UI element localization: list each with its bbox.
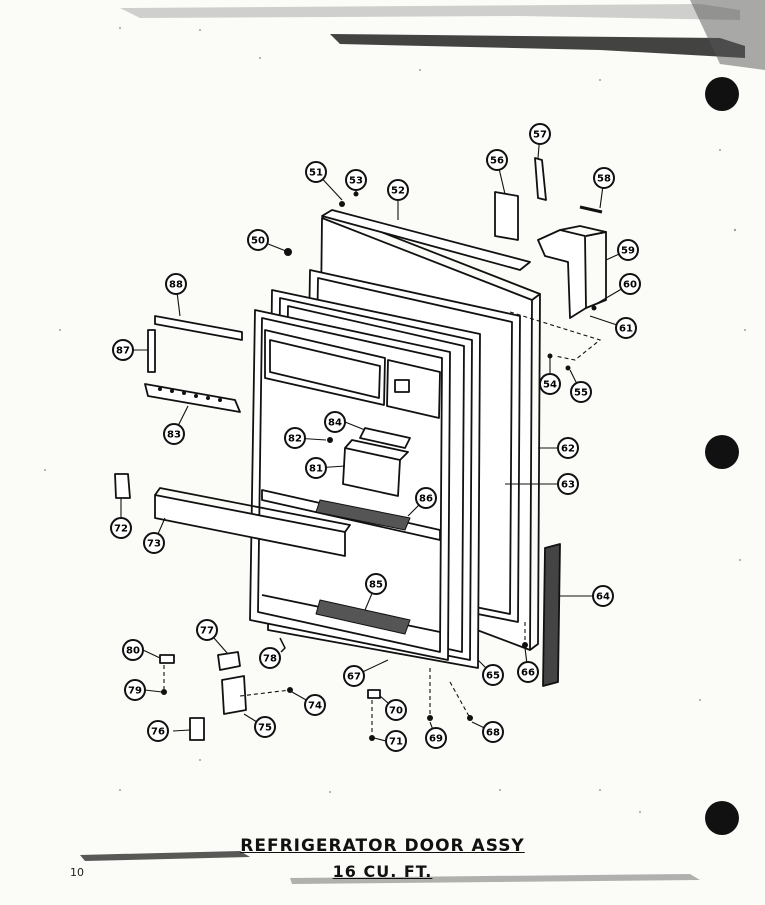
callout-label: 83 bbox=[167, 430, 181, 441]
callout-54: 54 bbox=[539, 373, 561, 395]
callout-label: 78 bbox=[263, 654, 277, 665]
diagram-title: REFRIGERATOR DOOR ASSY bbox=[240, 836, 525, 856]
callout-label: 73 bbox=[147, 539, 161, 550]
callout-62: 62 bbox=[557, 437, 579, 459]
callout-label: 50 bbox=[251, 236, 265, 247]
callout-77: 77 bbox=[196, 619, 218, 641]
callout-81: 81 bbox=[305, 457, 327, 479]
door-gasket-strip bbox=[542, 543, 561, 687]
callout-87: 87 bbox=[112, 339, 134, 361]
callout-label: 68 bbox=[486, 728, 500, 739]
callout-67: 67 bbox=[343, 665, 365, 687]
callout-label: 53 bbox=[349, 176, 363, 187]
page-number: 10 bbox=[70, 866, 84, 879]
top-cap-strip bbox=[321, 209, 531, 271]
callout-label: 76 bbox=[151, 727, 165, 738]
callout-label: 60 bbox=[623, 280, 637, 291]
callout-label: 61 bbox=[619, 324, 633, 335]
callout-78: 78 bbox=[259, 647, 281, 669]
grille-upper bbox=[315, 499, 411, 531]
callout-label: 87 bbox=[116, 346, 130, 357]
grille-lower bbox=[315, 599, 411, 635]
binder-hole bbox=[705, 435, 739, 469]
door-shelf-bar bbox=[154, 494, 346, 557]
callout-53: 53 bbox=[345, 169, 367, 191]
callout-label: 88 bbox=[169, 280, 183, 291]
callout-label: 55 bbox=[574, 388, 588, 399]
callout-label: 57 bbox=[533, 130, 547, 141]
callout-75: 75 bbox=[254, 716, 276, 738]
callout-label: 80 bbox=[126, 646, 140, 657]
callout-74: 74 bbox=[304, 694, 326, 716]
callout-label: 56 bbox=[490, 156, 504, 167]
callout-86: 86 bbox=[415, 487, 437, 509]
callout-label: 51 bbox=[309, 168, 323, 179]
callout-label: 81 bbox=[309, 464, 323, 475]
callout-label: 75 bbox=[258, 723, 272, 734]
callout-55: 55 bbox=[570, 381, 592, 403]
callout-label: 58 bbox=[597, 174, 611, 185]
callout-60: 60 bbox=[619, 273, 641, 295]
callout-71: 71 bbox=[385, 730, 407, 752]
callout-88: 88 bbox=[165, 273, 187, 295]
callout-label: 79 bbox=[128, 686, 142, 697]
callout-73: 73 bbox=[143, 532, 165, 554]
binder-hole bbox=[705, 77, 739, 111]
callout-label: 54 bbox=[543, 380, 557, 391]
callout-label: 69 bbox=[429, 734, 443, 745]
trim-strip bbox=[154, 315, 243, 341]
callout-label: 64 bbox=[596, 592, 610, 603]
callout-label: 59 bbox=[621, 246, 635, 257]
callout-79: 79 bbox=[124, 679, 146, 701]
callout-65: 65 bbox=[482, 664, 504, 686]
callout-label: 66 bbox=[521, 668, 535, 679]
scan-artifacts bbox=[44, 0, 765, 884]
callout-52: 52 bbox=[387, 179, 409, 201]
callout-label: 71 bbox=[389, 737, 403, 748]
callout-56: 56 bbox=[486, 149, 508, 171]
callout-label: 70 bbox=[389, 706, 403, 717]
callout-label: 62 bbox=[561, 444, 575, 455]
callout-label: 67 bbox=[347, 672, 361, 683]
callout-50: 50 bbox=[247, 229, 269, 251]
callout-label: 74 bbox=[308, 701, 322, 712]
callout-61: 61 bbox=[615, 317, 637, 339]
callout-label: 84 bbox=[328, 418, 342, 429]
callout-72: 72 bbox=[110, 517, 132, 539]
callout-80: 80 bbox=[122, 639, 144, 661]
binder-hole bbox=[705, 801, 739, 835]
callout-64: 64 bbox=[592, 585, 614, 607]
callout-83: 83 bbox=[163, 423, 185, 445]
callout-84: 84 bbox=[324, 411, 346, 433]
callout-label: 65 bbox=[486, 671, 500, 682]
callout-58: 58 bbox=[593, 167, 615, 189]
callout-66: 66 bbox=[517, 661, 539, 683]
binder-holes bbox=[705, 77, 739, 835]
callout-label: 63 bbox=[561, 480, 575, 491]
callout-82: 82 bbox=[284, 427, 306, 449]
callout-label: 82 bbox=[288, 434, 302, 445]
callout-label: 77 bbox=[200, 626, 214, 637]
callout-label: 86 bbox=[419, 494, 433, 505]
callouts: 51 53 52 56 57 58 50 59 bbox=[110, 123, 641, 752]
callout-76: 76 bbox=[147, 720, 169, 742]
butter-tray bbox=[144, 383, 241, 413]
callout-68: 68 bbox=[482, 721, 504, 743]
callout-51: 51 bbox=[305, 161, 327, 183]
callout-85: 85 bbox=[365, 573, 387, 595]
diagram-subtitle: 16 CU. FT. bbox=[332, 862, 433, 881]
callout-57: 57 bbox=[529, 123, 551, 145]
callout-label: 72 bbox=[114, 524, 128, 535]
callout-69: 69 bbox=[425, 727, 447, 749]
callout-59: 59 bbox=[617, 239, 639, 261]
callout-label: 52 bbox=[391, 186, 405, 197]
callout-label: 85 bbox=[369, 580, 383, 591]
callout-63: 63 bbox=[557, 473, 579, 495]
callout-70: 70 bbox=[385, 699, 407, 721]
